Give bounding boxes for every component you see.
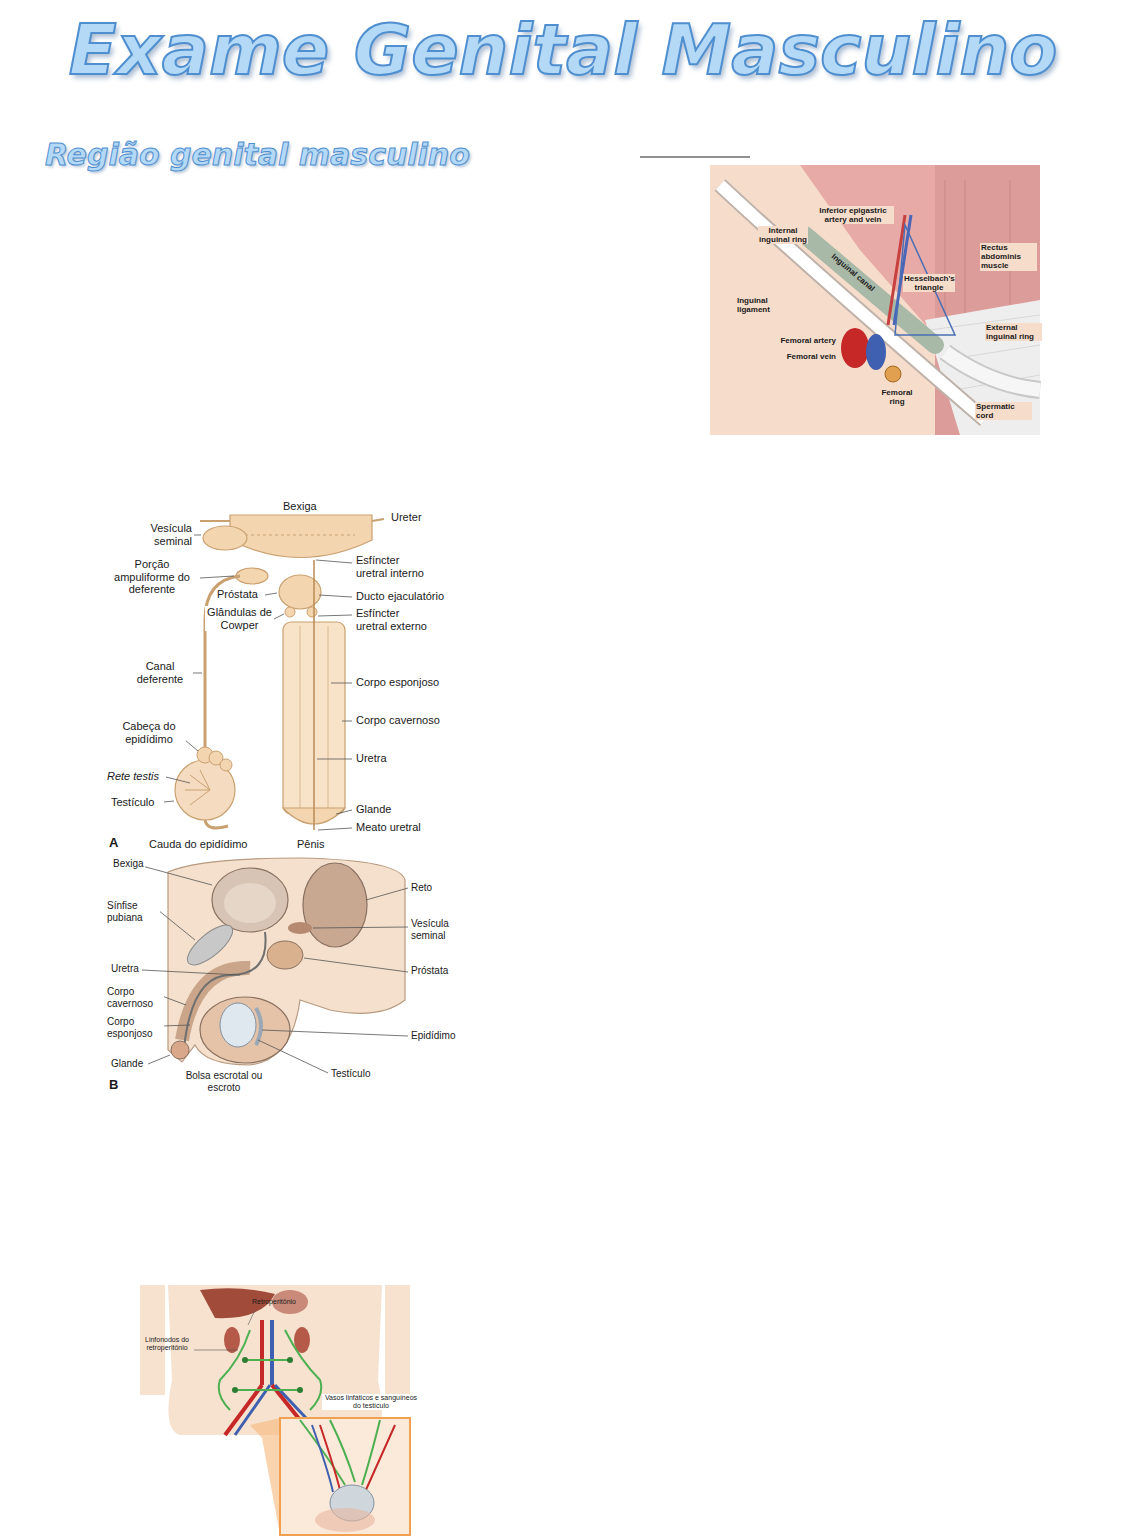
page-title: Exame Genital Masculino [8, 8, 1118, 92]
part-label: Epidídimo [410, 1030, 456, 1042]
part-label: Bolsa escrotal ou escroto [183, 1070, 265, 1093]
part-label: Rete testis [106, 770, 160, 783]
part-label: Bexiga [112, 858, 145, 870]
part-label: Bexiga [282, 500, 318, 513]
subtitle: Região genital masculino [45, 138, 470, 173]
figure-letter: B [108, 1078, 119, 1093]
part-label: Uretra [355, 752, 388, 765]
part-label: Femoral ring [876, 388, 918, 406]
part-label: Testículo [330, 1068, 371, 1080]
part-label: Rectus abdominis muscle [980, 243, 1037, 271]
part-label: Meato uretral [355, 821, 422, 834]
part-label: Corpo esponjoso [355, 676, 440, 689]
part-label: Próstata [410, 965, 449, 977]
part-label: Vasos linfáticos e sanguíneos do testícu… [322, 1394, 420, 1410]
part-label: Retroperitônio [252, 1298, 296, 1306]
part-label: Corpo esponjoso [106, 1016, 164, 1039]
part-label: Ducto ejaculatório [355, 590, 445, 603]
part-label: Corpo cavernoso [355, 714, 441, 727]
part-label: Linfonodos do retroperitônio [140, 1336, 194, 1352]
part-label: Glande [355, 803, 392, 816]
part-label: Esfíncter uretral interno [355, 554, 431, 579]
part-label: Esfíncter uretral externo [355, 607, 431, 632]
part-label: Glande [110, 1058, 144, 1070]
figure-letter: A [108, 836, 119, 851]
part-label: Cauda do epidídimo [148, 838, 248, 851]
part-label: Testículo [110, 796, 155, 809]
part-label: Glândulas de Cowper [205, 606, 274, 631]
part-label: Sínfise pubiana [106, 900, 160, 923]
inguinal-illustration [710, 165, 1040, 435]
part-label: Cabeça do epidídimo [112, 720, 186, 745]
part-label: Inferior epigastric artery and vein [812, 206, 894, 224]
diagram-b-illustration [142, 858, 408, 1073]
part-label: Spermatic cord [975, 402, 1032, 420]
part-label: Ureter [390, 511, 423, 524]
part-label: Vesícula seminal [125, 522, 193, 547]
part-label: Porção ampuliforme do deferente [105, 558, 199, 596]
part-label: Internal inguinal ring [758, 226, 808, 244]
part-label: Femoral artery [757, 336, 837, 345]
part-label: Corpo cavernoso [106, 986, 164, 1009]
part-label: External inguinal ring [985, 323, 1042, 341]
part-label: Reto [410, 882, 433, 894]
part-label: Pênis [296, 838, 326, 851]
part-label: Inguinal ligament [736, 296, 788, 314]
part-label: Próstata [216, 588, 259, 601]
part-label: Canal deferente [128, 660, 192, 685]
part-label: Vesícula seminal [410, 918, 464, 941]
part-label: Femoral vein [757, 352, 837, 361]
part-label: Hesselbach's triangle [903, 274, 955, 292]
part-label: Uretra [110, 963, 140, 975]
